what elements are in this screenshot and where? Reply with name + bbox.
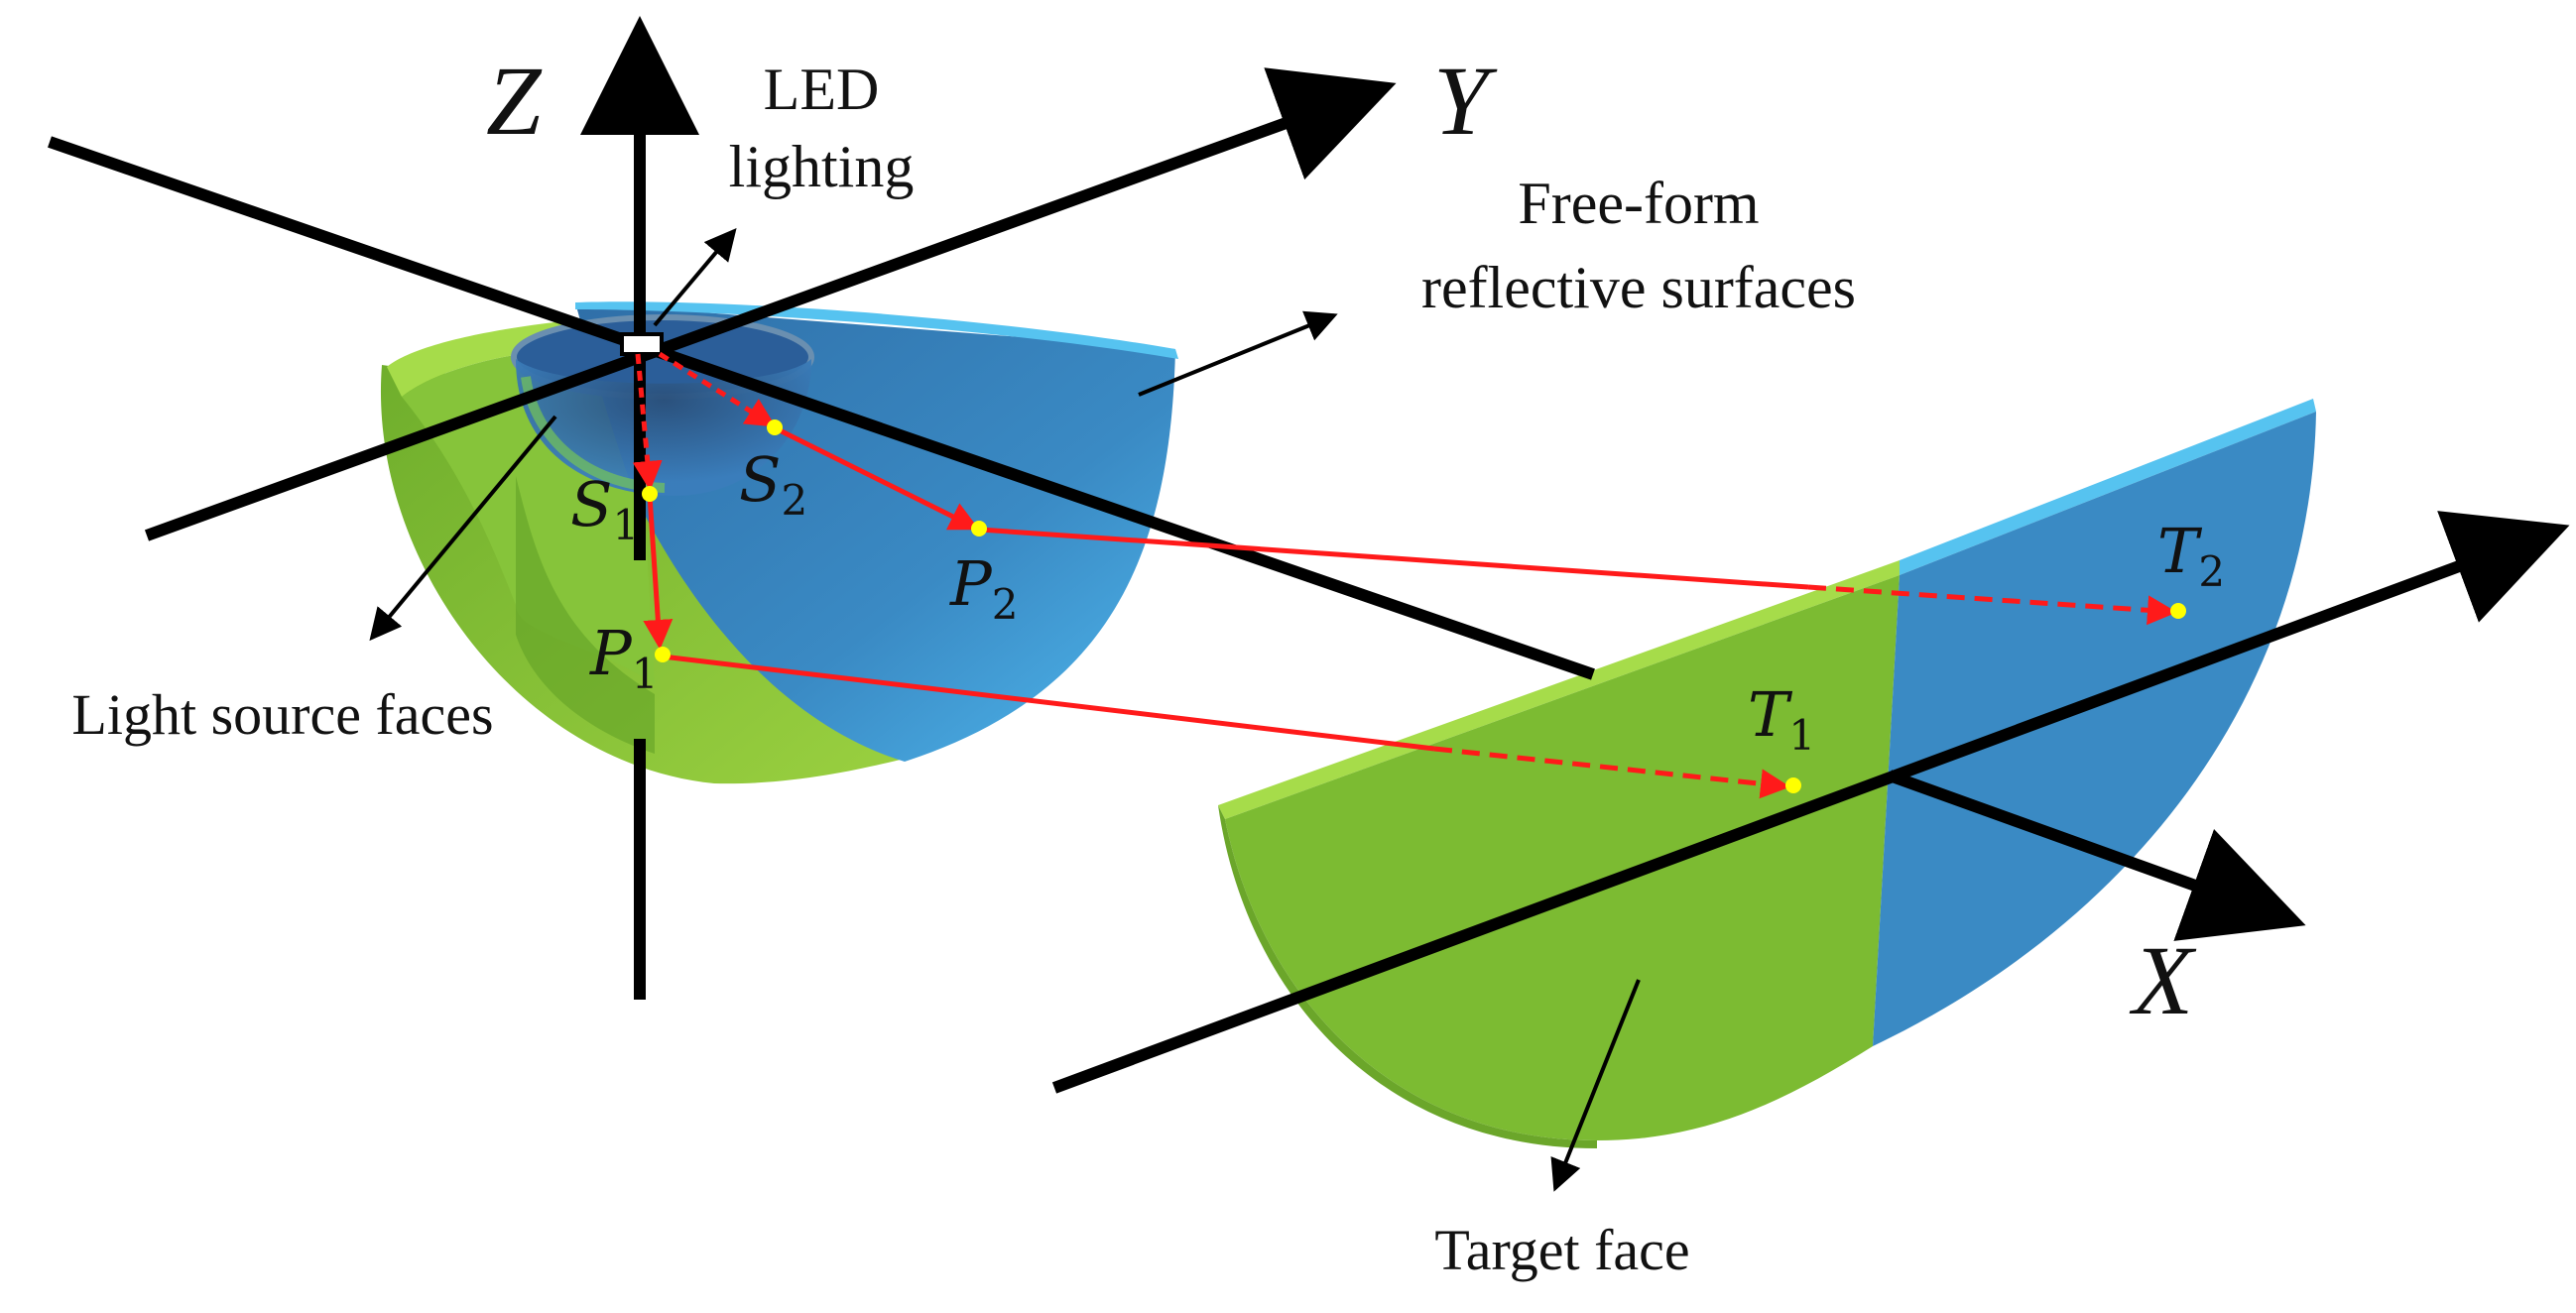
axis-label-y: Y (1433, 46, 1498, 156)
point-t2 (2170, 603, 2186, 619)
point-p2 (971, 521, 987, 537)
axis-label-z: Z (486, 46, 543, 156)
y-axis (144, 67, 1397, 541)
target-face-pointer-arrow (1550, 979, 1641, 1192)
target-green-edge (1218, 560, 1900, 819)
point-s1 (642, 486, 658, 502)
target-green-region (1225, 575, 1900, 1140)
label-s2: S2 (739, 443, 807, 525)
reflective-pointer-arrow (1138, 310, 1338, 397)
label-p1: P1 (589, 617, 658, 698)
led-source (620, 332, 664, 356)
inner-cup (516, 359, 811, 496)
points (642, 419, 2186, 793)
light-rays (632, 351, 2177, 799)
axis-labels: Z Y X (486, 46, 2197, 1035)
target-face-label: Target face (1434, 1218, 1689, 1282)
source-faces-label: Light source faces (71, 682, 493, 747)
ray-s2-p2 (774, 425, 980, 531)
annotation-arrows (369, 227, 1641, 1192)
target-blue-region (1873, 412, 2316, 1046)
ray-s1-p1 (643, 495, 674, 650)
point-p1 (655, 647, 671, 662)
reflective-label-line1: Free-form (1518, 171, 1759, 236)
target-blue-edge (1900, 399, 2316, 575)
axis-label-x: X (2129, 925, 2197, 1035)
point-t1 (1785, 777, 1801, 793)
x-axis-long (1051, 511, 2570, 1094)
led-label-line2: lighting (729, 134, 915, 199)
reflector-bowl (380, 301, 1178, 784)
label-t1: T1 (1748, 678, 1815, 760)
target-face-shape (1218, 399, 2316, 1148)
x-axis-short (1887, 770, 2306, 941)
reflective-label-line2: reflective surfaces (1421, 255, 1856, 320)
label-p2: P2 (949, 547, 1018, 629)
diagonal-axis-left (48, 136, 1595, 680)
ray-p2-t2-dashed (1807, 584, 2177, 626)
ray-led-s2 (658, 351, 777, 427)
ray-p1-t1-dashed (1433, 746, 1790, 799)
source-faces-pointer-arrow (369, 415, 557, 642)
point-labels: S1 S2 P1 P2 T1 T2 (570, 443, 2225, 760)
annotation-labels: LED lighting Free-form reflective surfac… (71, 57, 1856, 1282)
led-label-line1: LED (764, 57, 880, 122)
ray-p1-t1-solid (662, 654, 1435, 752)
label-t2: T2 (2157, 515, 2225, 596)
label-s1: S1 (570, 468, 639, 549)
point-s2 (767, 419, 783, 435)
ray-led-s1 (632, 353, 663, 491)
ray-p2-t2-solid (979, 527, 1809, 590)
led-pointer-arrow (653, 227, 737, 327)
